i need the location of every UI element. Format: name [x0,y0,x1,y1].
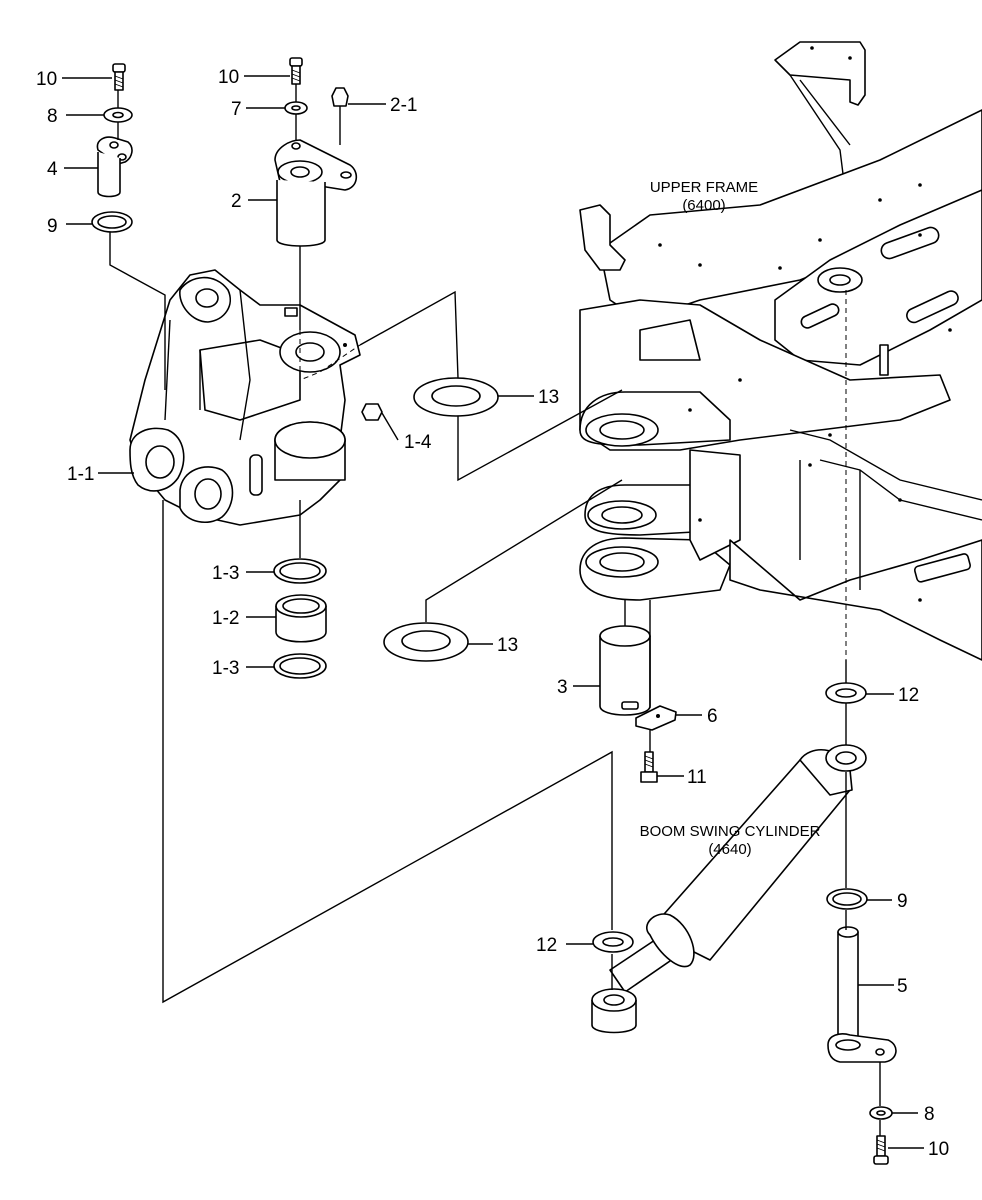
callout-13-upper: 13 [538,387,559,408]
boom-swing-cylinder-code: (4640) [708,841,751,858]
callout-7: 7 [231,99,242,120]
callout-8-top-left: 8 [47,106,58,127]
bolt-10-bottom [873,1135,889,1165]
thrust-washer-13-upper [413,377,499,417]
frame-labels: UPPER FRAME (6400) BOOM SWING CYLINDER (… [640,179,821,858]
upper-frame-label: UPPER FRAME [650,179,758,196]
thrust-washer-13-lower [383,622,469,662]
callout-6: 6 [707,706,718,727]
callout-13-lower: 13 [497,635,518,656]
callout-1-3-lower: 1-3 [212,658,239,679]
bushing-1-2 [275,594,327,643]
callout-10-top-mid: 10 [218,67,239,88]
callout-2: 2 [231,191,242,212]
bolt-11 [640,751,658,783]
leader-lines [62,75,924,1149]
washer-12-right [825,682,867,704]
ring-9-right [826,888,868,910]
callout-12-right: 12 [898,685,919,706]
grease-nipple-1-4 [361,403,383,421]
callout-1-1: 1-1 [67,464,94,485]
callout-3: 3 [557,677,568,698]
callout-12-lower: 12 [536,935,557,956]
pin-3 [599,625,651,716]
grease-nipple-2-1 [331,87,349,107]
callout-11: 11 [687,767,707,788]
callout-8-bottom: 8 [924,1104,935,1125]
washer-8-bottom [869,1106,893,1120]
callout-9-left: 9 [47,216,58,237]
pin-4 [96,136,133,198]
callout-9-right: 9 [897,891,908,912]
callout-10-bottom: 10 [928,1139,949,1160]
assembly-lines [109,84,881,1136]
callout-4: 4 [47,159,58,180]
pin-2 [274,139,358,247]
boom-swing-cylinder-label: BOOM SWING CYLINDER [640,823,821,840]
boom-swing-cylinder [591,744,867,1034]
swing-bracket [129,269,361,526]
washer-12-lower [592,931,634,953]
callout-10-top-left: 10 [36,69,57,90]
upper-frame [579,41,982,661]
callout-1-3-upper: 1-3 [212,563,239,584]
callout-labels: 10 8 4 9 10 7 2-1 2 13 1-4 1-1 1-3 1-2 1… [36,67,949,1160]
callout-1-4: 1-4 [404,432,432,453]
bolt-10-top-left [112,63,126,91]
callout-5: 5 [897,976,908,997]
lock-plate-6 [635,705,677,731]
ring-1-3-lower [273,653,327,679]
callout-1-2: 1-2 [212,608,239,629]
ring-1-3-upper [273,558,327,584]
pin-5 [827,926,897,1063]
ring-9-left [91,211,133,233]
washer-8-top-left [103,107,133,123]
washer-7 [284,101,308,115]
upper-frame-code: (6400) [682,197,725,214]
bolt-10-top-mid [289,57,303,85]
callout-2-1: 2-1 [390,95,417,116]
